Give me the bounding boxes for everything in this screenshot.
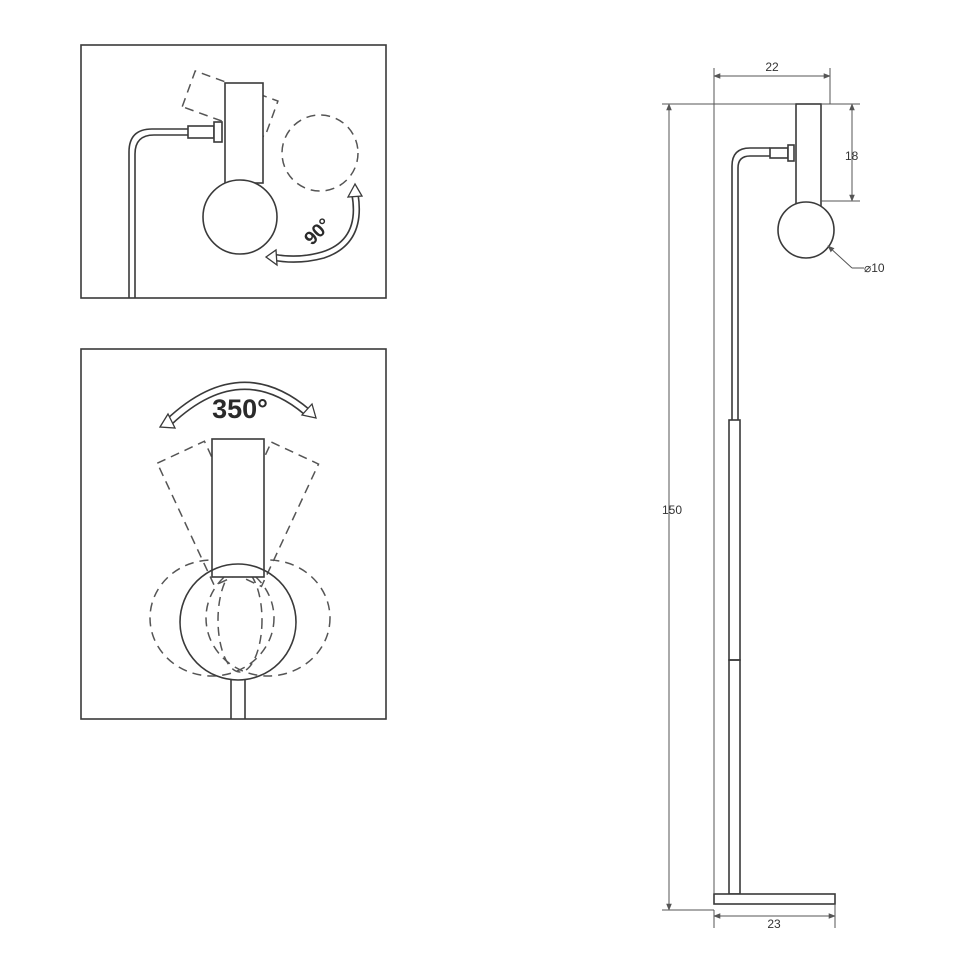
rotation-arc-inner (171, 388, 305, 425)
pole-lower (728, 659, 741, 895)
lamp-arm-inner (134, 134, 188, 298)
base-width-dim: 23 (767, 917, 781, 931)
rotated-bulb-right-outline (205, 559, 331, 677)
lamp-base (713, 893, 836, 905)
rotation-detail-panel: 350° (80, 348, 387, 720)
lamp-arm-outer (128, 128, 188, 298)
rotation-angle-label: 350° (212, 394, 268, 424)
rotation-arrowhead-left (158, 412, 177, 429)
bulb-leader-line (827, 245, 853, 269)
rotation-arc-outer (165, 381, 311, 421)
rotated-bulb-left-outline (149, 559, 275, 677)
front-lamp-head (211, 438, 265, 578)
elevation-lamp-head (795, 103, 822, 207)
lamp-elevation: 22 18 ⌀10 150 23 (662, 60, 885, 931)
rotation-arrowhead-right (300, 402, 317, 419)
tilt-detail-panel: 90° (80, 44, 387, 299)
head-width-dim: 22 (765, 60, 779, 74)
tilt-arrowhead-bottom (264, 248, 278, 267)
total-height-dim: 150 (662, 503, 682, 517)
elevation-arm-joint (769, 147, 789, 159)
elevation-arm-outer (731, 147, 770, 420)
elevation-joint-knob (787, 144, 795, 162)
rotation-panel-frame (80, 348, 387, 720)
joint-knob (213, 121, 223, 143)
arm-joint (187, 125, 215, 139)
tilt-panel-frame (80, 44, 387, 299)
tilted-bulb-outline (281, 114, 359, 192)
elevation-arm-inner (737, 155, 770, 420)
bulb-diameter-dim: ⌀10 (864, 261, 885, 275)
tilt-angle-label: 90° (301, 215, 336, 250)
head-height-dim: 18 (845, 149, 859, 163)
tilt-arrowhead-top (346, 182, 364, 198)
lamp-head (224, 82, 264, 184)
tilt-arc-arrow-inner (271, 193, 360, 263)
lamp-bulb (202, 179, 278, 255)
bulb-side-outline (217, 567, 263, 673)
tilt-arc-arrow (271, 194, 355, 257)
elevation-lamp-bulb (777, 201, 835, 259)
front-lamp-bulb (179, 563, 297, 681)
pole-upper (728, 419, 741, 661)
